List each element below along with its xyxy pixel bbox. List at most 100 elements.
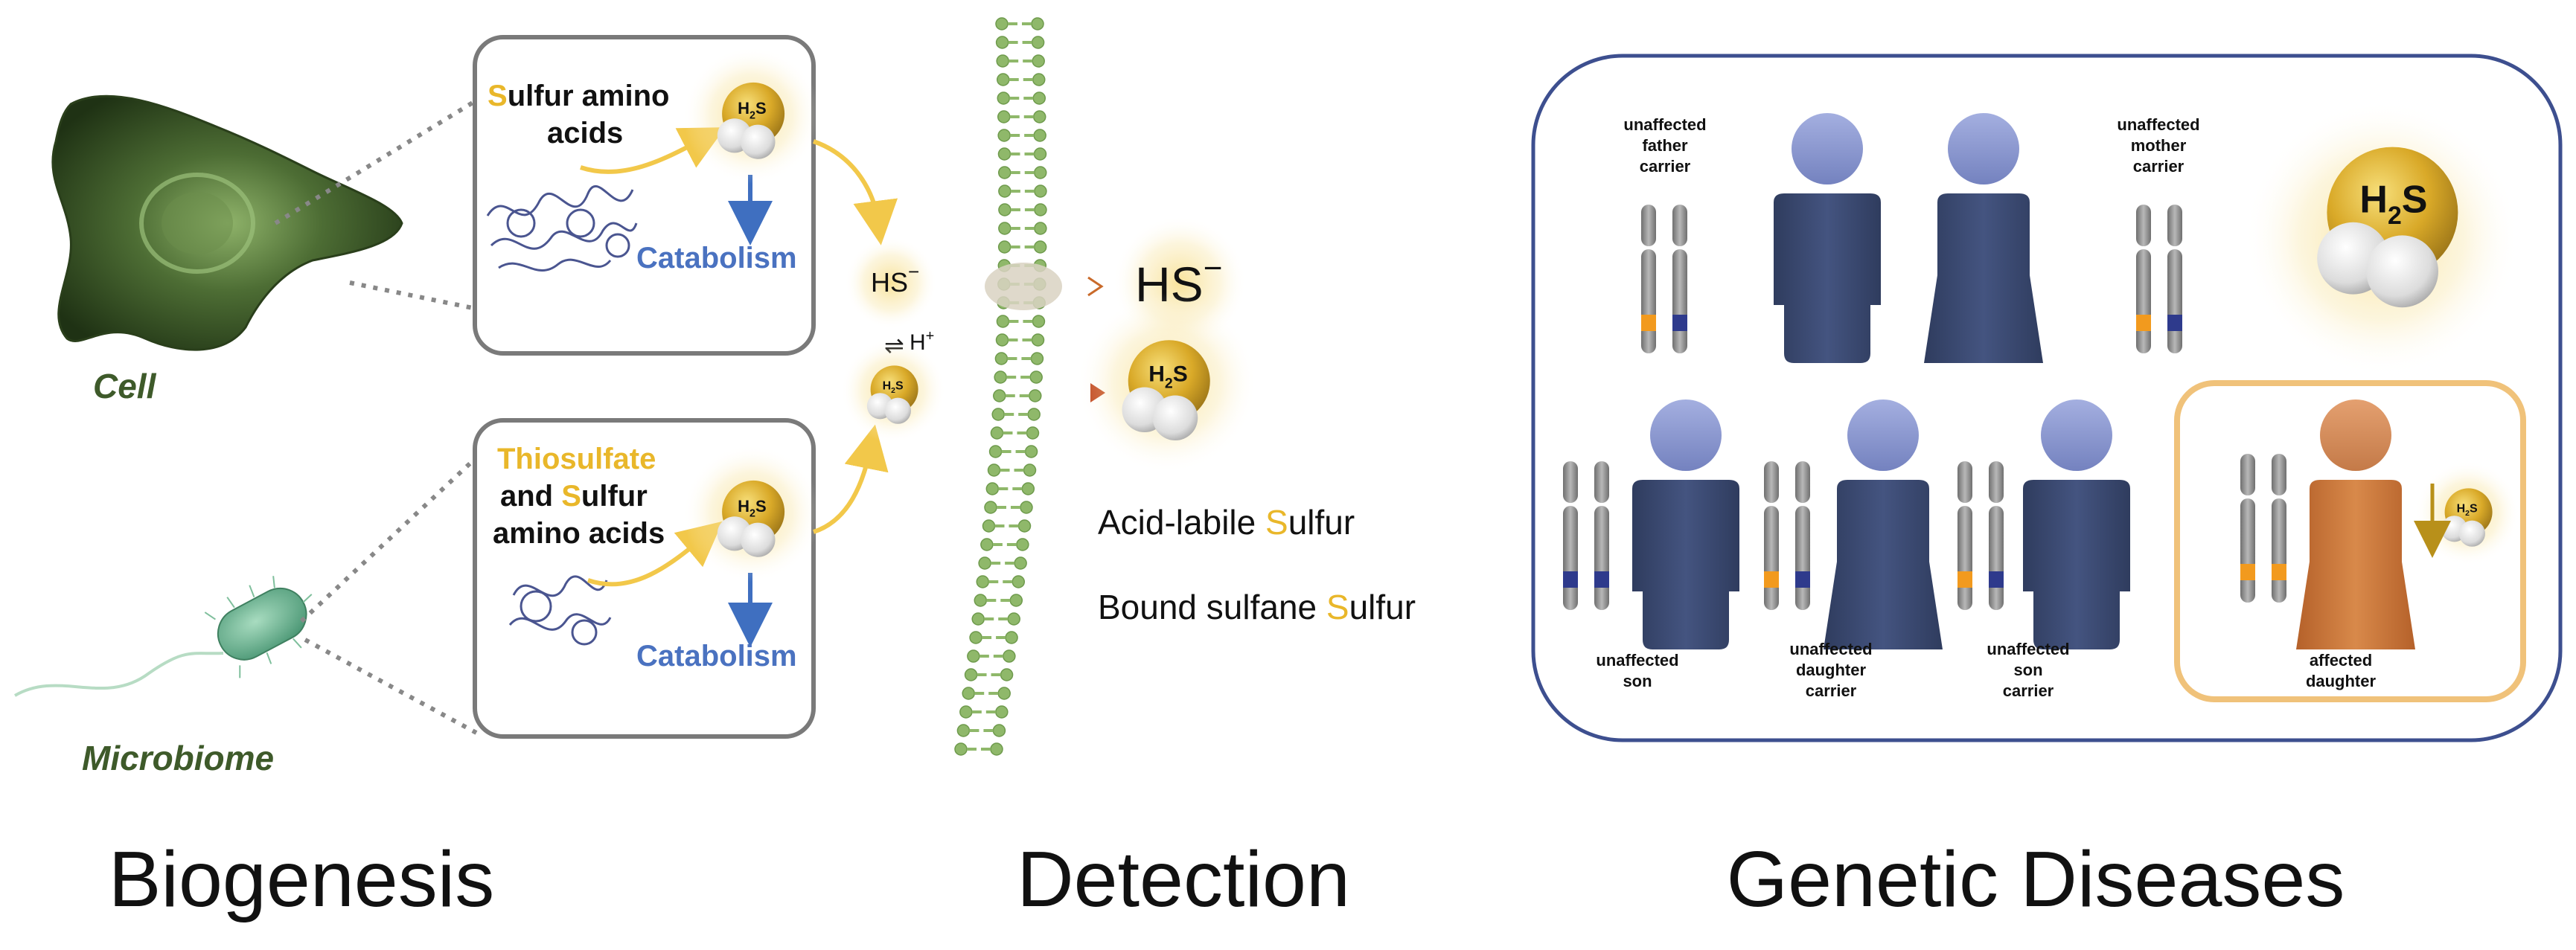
bottom-to-detection-arrow <box>813 424 889 534</box>
h2s-formula: H2S <box>883 379 904 395</box>
lipid-pair <box>998 222 1047 235</box>
person-son-carrier <box>2023 399 2130 649</box>
top-box-line2: acids <box>547 117 623 150</box>
person-son <box>1632 399 1739 649</box>
h2s-molecule-small: H2S <box>840 338 946 443</box>
lipid-pair <box>956 724 1006 737</box>
lipid-pair <box>971 612 1020 626</box>
svg-text:carrier: carrier <box>2003 681 2054 700</box>
h2s-formula: H2S <box>738 497 767 520</box>
svg-text:daughter: daughter <box>1796 661 1867 679</box>
h2s-formula: H2S <box>738 99 767 122</box>
bound-sulfane-sulfur-label: Bound sulfane Sulfur <box>1098 588 1416 626</box>
lipid-pair <box>996 315 1046 328</box>
lipid-pair <box>991 408 1041 421</box>
h2s-molecules: H2S H2S H2S H2S H2S H2S <box>683 46 2520 582</box>
protein-structure-top <box>486 185 638 272</box>
bottom-catabolism-label: Catabolism <box>636 640 797 673</box>
svg-text:carrier: carrier <box>1806 681 1857 700</box>
pedigree-figures <box>1563 113 2415 649</box>
lipid-bilayer-membrane <box>954 17 1047 756</box>
lipid-pair <box>996 54 1045 68</box>
lipid-pair <box>997 147 1047 161</box>
microbiome-label: Microbiome <box>82 739 274 777</box>
lipid-pair <box>995 333 1045 347</box>
svg-text:unaffected: unaffected <box>1987 640 2069 658</box>
section-title-detection: Detection <box>1017 835 1350 923</box>
lipid-pair <box>984 501 1033 514</box>
hs-small-glow <box>845 237 937 329</box>
chromosomes-mother <box>2136 205 2182 353</box>
svg-text:son: son <box>1623 672 1652 690</box>
microbiome-illustration <box>13 576 313 697</box>
lipid-pair <box>997 73 1046 86</box>
h2s-molecule-outside: H2S <box>1077 293 1257 473</box>
lipid-pair <box>954 742 1003 756</box>
bottom-box-line2: and Sulfur <box>500 480 648 513</box>
svg-text:carrier: carrier <box>2133 157 2185 176</box>
svg-text:unaffected: unaffected <box>1789 640 1872 658</box>
lipid-pair <box>967 649 1016 663</box>
cell-illustration <box>51 94 403 351</box>
lipid-pair <box>997 110 1046 123</box>
person-daughter-carrier <box>1824 399 1943 649</box>
h2s-molecule-bottom-box: H2S <box>683 444 821 582</box>
lipid-pair <box>998 184 1047 198</box>
h2s-molecule-large: H2S <box>2317 147 2458 308</box>
lipid-pair <box>964 668 1014 681</box>
cell-label: Cell <box>93 367 157 405</box>
bottom-box-line1: Thiosulfate <box>497 443 656 475</box>
zoom-connectors <box>274 98 479 735</box>
lipid-pair <box>980 538 1029 551</box>
lipid-pair <box>997 240 1047 254</box>
bottom-box-line3: amino acids <box>493 517 665 550</box>
lipid-pair <box>997 166 1047 179</box>
label-son: unaffected son <box>1596 651 1678 690</box>
svg-text:mother: mother <box>2131 136 2187 155</box>
lipid-pair <box>994 370 1043 384</box>
lipid-pair <box>985 482 1035 495</box>
lipid-pair <box>969 631 1018 644</box>
top-to-detection-arrow <box>813 139 898 245</box>
lipid-pair <box>959 705 1009 719</box>
person-affected-daughter <box>2296 399 2415 649</box>
lipid-pair <box>995 36 1045 49</box>
protein-structure-bottom <box>508 575 612 646</box>
lipid-pair <box>990 426 1040 440</box>
lipid-pair <box>997 92 1046 105</box>
hs-small-label: HS− <box>871 260 919 298</box>
svg-text:father: father <box>1642 136 1688 155</box>
svg-text:unaffected: unaffected <box>1623 115 1706 134</box>
h2s-formula: H2S <box>2457 502 2478 518</box>
label-affected-daughter: affected daughter <box>2306 651 2377 690</box>
chromosomes-father <box>1641 205 1687 353</box>
person-father <box>1774 113 1881 363</box>
lipid-pair <box>962 687 1011 700</box>
lipid-pair <box>998 203 1047 216</box>
svg-text:unaffected: unaffected <box>1596 651 1678 670</box>
svg-text:affected: affected <box>2310 651 2372 670</box>
lipid-pair <box>978 556 1027 570</box>
section-title-biogenesis: Biogenesis <box>109 835 495 923</box>
svg-text:daughter: daughter <box>2306 672 2377 690</box>
lipid-pair <box>997 129 1046 142</box>
chromosomes-son-carrier <box>1957 461 2004 610</box>
lipid-pair <box>995 17 1044 31</box>
chromosomes-daughter-carrier <box>1764 461 1810 610</box>
chromosomes-affected-daughter <box>2240 454 2286 603</box>
lipid-pair <box>988 445 1038 458</box>
lipid-pair <box>976 575 1026 588</box>
acid-labile-sulfur-label: Acid-labile Sulfur <box>1098 503 1355 542</box>
pedigree-labels: unaffected father carrier unaffected mother c… <box>1596 115 2376 700</box>
h2s-formula: H2S <box>1148 362 1188 391</box>
lipid-pair <box>994 352 1044 365</box>
section-title-genetic-diseases: Genetic Diseases <box>1727 835 2345 923</box>
lipid-pair <box>974 594 1023 607</box>
h2s-formula: H2S <box>2359 179 2427 231</box>
person-mother <box>1924 113 2043 363</box>
top-box-line1: Sulfur amino <box>488 80 669 112</box>
